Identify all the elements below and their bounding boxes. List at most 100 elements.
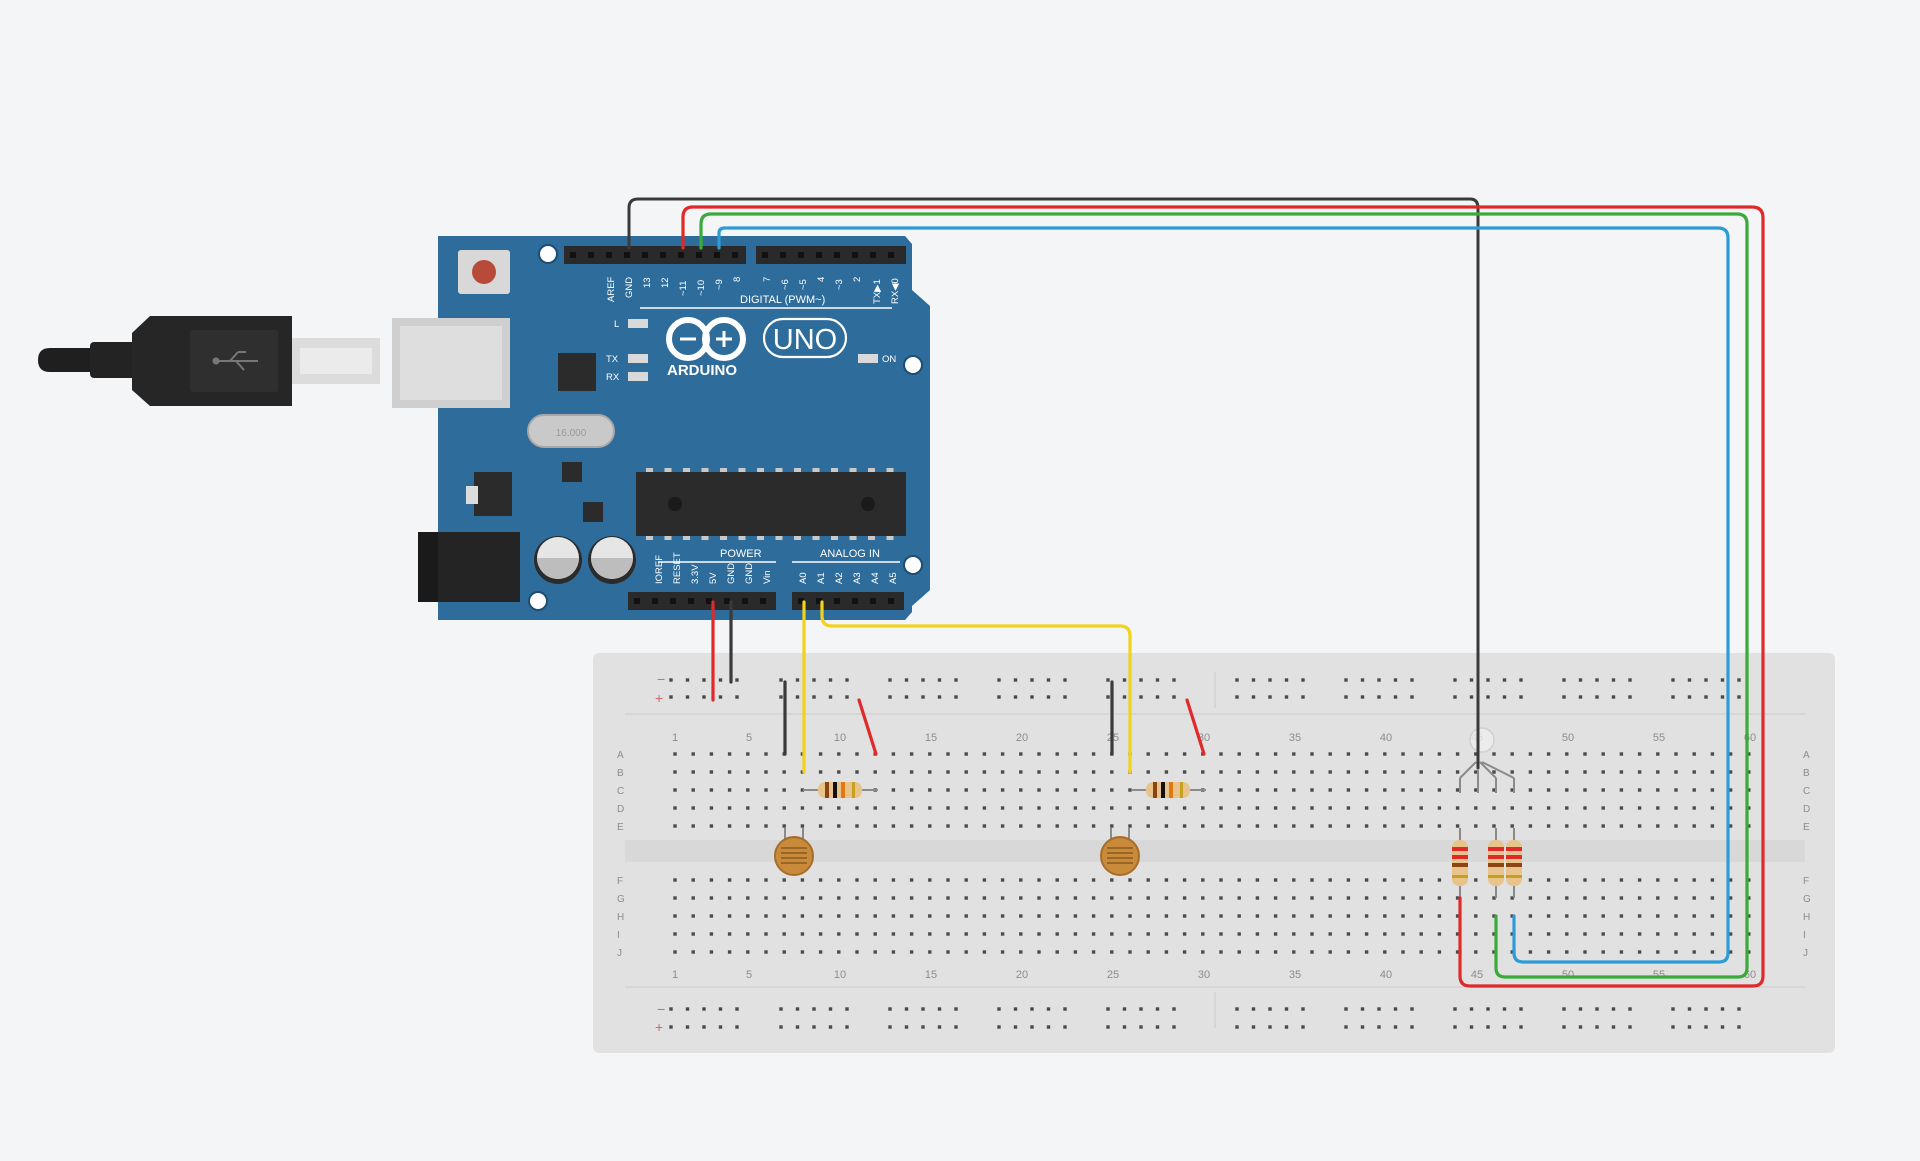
breadboard-hole[interactable] (1455, 824, 1460, 828)
breadboard-hole[interactable] (1328, 824, 1332, 828)
breadboard-hole[interactable] (1656, 950, 1660, 954)
breadboard-hole[interactable] (855, 752, 859, 756)
header-pin[interactable] (688, 598, 694, 604)
breadboard-hole[interactable] (1474, 824, 1478, 828)
breadboard-hole[interactable] (1619, 950, 1624, 954)
breadboard-hole[interactable] (837, 932, 841, 936)
breadboard-hole[interactable] (1510, 788, 1514, 792)
digital-header-left[interactable] (564, 246, 746, 264)
rail-hole[interactable] (1106, 695, 1110, 699)
breadboard-hole[interactable] (1000, 824, 1005, 828)
breadboard-hole[interactable] (1037, 896, 1041, 900)
analog-header[interactable] (792, 592, 904, 610)
breadboard-hole[interactable] (1619, 896, 1624, 900)
rail-hole[interactable] (1344, 678, 1348, 682)
breadboard-hole[interactable] (1237, 788, 1241, 792)
breadboard-hole[interactable] (1656, 806, 1660, 810)
header-pin[interactable] (834, 598, 840, 604)
breadboard-hole[interactable] (946, 896, 950, 900)
rail-hole[interactable] (1704, 1007, 1708, 1011)
breadboard-hole[interactable] (1619, 824, 1624, 828)
breadboard-hole[interactable] (1401, 878, 1405, 882)
breadboard-hole[interactable] (928, 806, 932, 810)
rail-hole[interactable] (1453, 1007, 1457, 1011)
breadboard-hole[interactable] (1401, 752, 1405, 756)
header-pin[interactable] (852, 598, 858, 604)
breadboard-hole[interactable] (1237, 878, 1241, 882)
breadboard-hole[interactable] (1401, 770, 1405, 774)
breadboard-hole[interactable] (946, 806, 950, 810)
breadboard-hole[interactable] (1492, 806, 1496, 810)
breadboard-hole[interactable] (946, 878, 950, 882)
breadboard-hole[interactable] (1383, 752, 1387, 756)
rail-hole[interactable] (1611, 1007, 1616, 1011)
breadboard-hole[interactable] (1656, 752, 1660, 756)
breadboard-hole[interactable] (1528, 932, 1533, 936)
breadboard-hole[interactable] (1710, 932, 1715, 936)
rail-hole[interactable] (1063, 1007, 1067, 1011)
rail-hole[interactable] (1671, 678, 1675, 682)
rail-hole[interactable] (845, 1007, 849, 1011)
breadboard-hole[interactable] (1146, 896, 1150, 900)
breadboard-hole[interactable] (800, 788, 805, 792)
breadboard-hole[interactable] (1182, 824, 1187, 828)
breadboard-hole[interactable] (1546, 896, 1551, 900)
breadboard-hole[interactable] (1728, 788, 1733, 792)
header-pin[interactable] (834, 252, 840, 258)
breadboard-hole[interactable] (709, 914, 714, 918)
rail-hole[interactable] (1251, 1025, 1256, 1029)
rail-hole[interactable] (669, 695, 673, 699)
breadboard-hole[interactable] (1128, 824, 1132, 828)
breadboard-hole[interactable] (818, 806, 823, 810)
breadboard-hole[interactable] (691, 914, 695, 918)
breadboard-hole[interactable] (1492, 896, 1496, 900)
breadboard-hole[interactable] (1146, 770, 1150, 774)
breadboard-hole[interactable] (1692, 932, 1696, 936)
breadboard-hole[interactable] (909, 914, 914, 918)
breadboard-hole[interactable] (1437, 806, 1442, 810)
rail-hole[interactable] (1046, 695, 1051, 699)
breadboard-hole[interactable] (1437, 788, 1442, 792)
rail-hole[interactable] (904, 678, 909, 682)
breadboard-hole[interactable] (1182, 950, 1187, 954)
breadboard-hole[interactable] (1164, 752, 1169, 756)
breadboard-hole[interactable] (1601, 806, 1605, 810)
breadboard-hole[interactable] (1146, 932, 1150, 936)
breadboard-hole[interactable] (1146, 914, 1150, 918)
breadboard-hole[interactable] (909, 770, 914, 774)
breadboard-hole[interactable] (855, 896, 859, 900)
rail-hole[interactable] (954, 1007, 958, 1011)
rail-hole[interactable] (669, 1025, 673, 1029)
breadboard-hole[interactable] (1237, 770, 1241, 774)
breadboard-hole[interactable] (855, 950, 859, 954)
breadboard-hole[interactable] (1437, 824, 1442, 828)
breadboard-hole[interactable] (1383, 932, 1387, 936)
header-pin[interactable] (780, 252, 786, 258)
header-pin[interactable] (852, 252, 858, 258)
breadboard-hole[interactable] (1128, 806, 1132, 810)
rail-hole[interactable] (997, 1007, 1001, 1011)
breadboard-hole[interactable] (1346, 950, 1351, 954)
rail-hole[interactable] (735, 695, 739, 699)
rail-hole[interactable] (937, 678, 942, 682)
rail-hole[interactable] (685, 695, 690, 699)
header-pin[interactable] (678, 252, 684, 258)
rail-hole[interactable] (828, 678, 833, 682)
breadboard-hole[interactable] (1364, 824, 1369, 828)
breadboard-hole[interactable] (1747, 752, 1751, 756)
breadboard-hole[interactable] (1146, 824, 1150, 828)
breadboard-hole[interactable] (1237, 806, 1241, 810)
rail-hole[interactable] (702, 1007, 706, 1011)
breadboard-hole[interactable] (782, 932, 786, 936)
breadboard-hole[interactable] (1710, 770, 1715, 774)
breadboard-hole[interactable] (946, 932, 950, 936)
rail-hole[interactable] (888, 678, 892, 682)
wire-jumper-red-2[interactable] (1185, 698, 1206, 756)
breadboard-hole[interactable] (1292, 806, 1296, 810)
breadboard-hole[interactable] (1328, 950, 1332, 954)
breadboard-hole[interactable] (1674, 824, 1678, 828)
breadboard-hole[interactable] (1164, 896, 1169, 900)
rail-hole[interactable] (1595, 1007, 1599, 1011)
breadboard-hole[interactable] (1110, 932, 1114, 936)
